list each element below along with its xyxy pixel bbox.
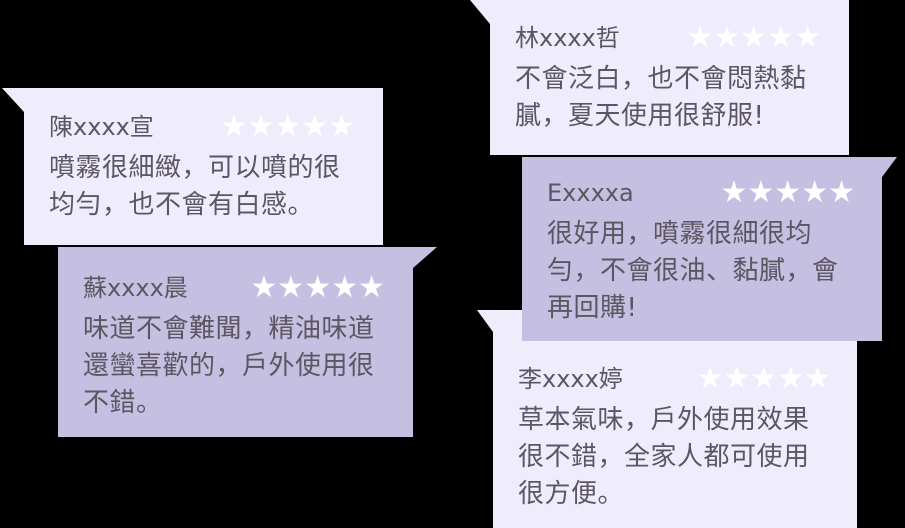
review-text: 不會泛白，也不會悶熱黏膩，夏天使用很舒服! xyxy=(515,64,807,131)
star-rating-icon: ★★★★★ xyxy=(250,270,385,305)
reviewer-name: 林xxxx哲 xyxy=(515,24,620,52)
review-header: 李xxxx婷 ★★★★★ xyxy=(518,364,831,394)
review-card-chen: 陳xxxx宣 ★★★★★ 噴霧很細緻，可以噴的很均勻，也不會有白感。 xyxy=(2,88,383,245)
reviewer-name: Exxxxa xyxy=(547,179,634,207)
star-rating-icon: ★★★★★ xyxy=(686,20,821,55)
review-text: 噴霧很細緻，可以噴的很均勻，也不會有白感。 xyxy=(49,153,341,220)
review-card-su: 蘇xxxx晨 ★★★★★ 味道不會難聞，精油味道還蠻喜歡的，戶外使用很不錯。 xyxy=(58,247,437,437)
review-header: Exxxxa ★★★★★ xyxy=(547,178,855,208)
review-text: 味道不會難聞，精油味道還蠻喜歡的，戶外使用很不錯。 xyxy=(83,314,375,418)
review-header: 蘇xxxx晨 ★★★★★ xyxy=(83,273,385,303)
review-text: 很好用，噴霧很細很均勻，不會很油、黏膩，會再回購! xyxy=(547,219,839,323)
review-header: 林xxxx哲 ★★★★★ xyxy=(515,23,821,53)
reviewer-name: 陳xxxx宣 xyxy=(49,113,154,141)
reviewer-name: 李xxxx婷 xyxy=(518,365,623,393)
review-header: 陳xxxx宣 ★★★★★ xyxy=(49,112,355,142)
review-card-exxxxa: Exxxxa ★★★★★ 很好用，噴霧很細很均勻，不會很油、黏膩，會再回購! xyxy=(522,157,897,341)
review-text: 草本氣味，戶外使用效果很不錯，全家人都可使用很方便。 xyxy=(518,405,810,509)
star-rating-icon: ★★★★★ xyxy=(696,361,831,396)
star-rating-icon: ★★★★★ xyxy=(220,109,355,144)
reviewer-name: 蘇xxxx晨 xyxy=(83,274,188,302)
review-card-lin: 林xxxx哲 ★★★★★ 不會泛白，也不會悶熱黏膩，夏天使用很舒服! xyxy=(470,0,849,155)
star-rating-icon: ★★★★★ xyxy=(720,175,855,210)
review-card-li: 李xxxx婷 ★★★★★ 草本氣味，戶外使用效果很不錯，全家人都可使用很方便。 xyxy=(477,310,857,528)
